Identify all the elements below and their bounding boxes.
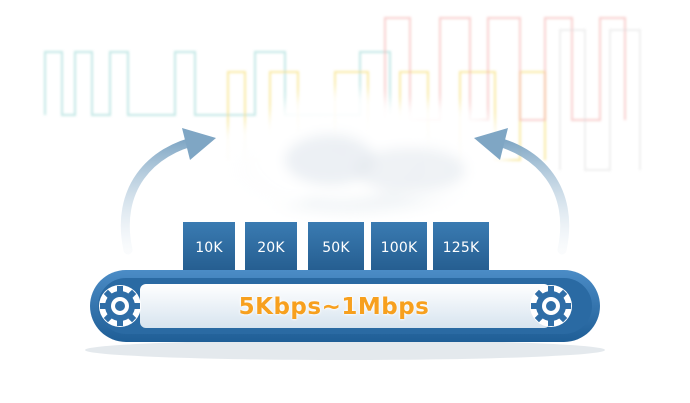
left-gear-icon bbox=[99, 285, 141, 327]
right-gear-icon bbox=[530, 285, 572, 327]
rate-label-100k: 100K bbox=[380, 240, 418, 256]
cloud bbox=[190, 90, 510, 222]
left-curved-arrow-icon bbox=[120, 128, 216, 255]
rate-box-20k bbox=[245, 222, 297, 274]
rate-box-10k bbox=[183, 222, 235, 274]
right-curved-arrow-icon bbox=[474, 128, 570, 255]
belt-track bbox=[140, 284, 550, 328]
rate-box-125k bbox=[433, 222, 489, 274]
rate-boxes bbox=[183, 222, 489, 274]
conveyor-belt bbox=[85, 270, 605, 360]
rate-box-100k bbox=[371, 222, 427, 274]
rate-box-50k bbox=[308, 222, 364, 274]
rate-label-50k: 50K bbox=[322, 240, 350, 256]
speed-range-label: 5Kbps~1Mbps bbox=[238, 294, 430, 320]
rate-label-125k: 125K bbox=[442, 240, 480, 256]
faint-gray-wave bbox=[559, 29, 641, 171]
rate-label-10k: 10K bbox=[195, 240, 223, 256]
rate-label-20k: 20K bbox=[257, 240, 285, 256]
